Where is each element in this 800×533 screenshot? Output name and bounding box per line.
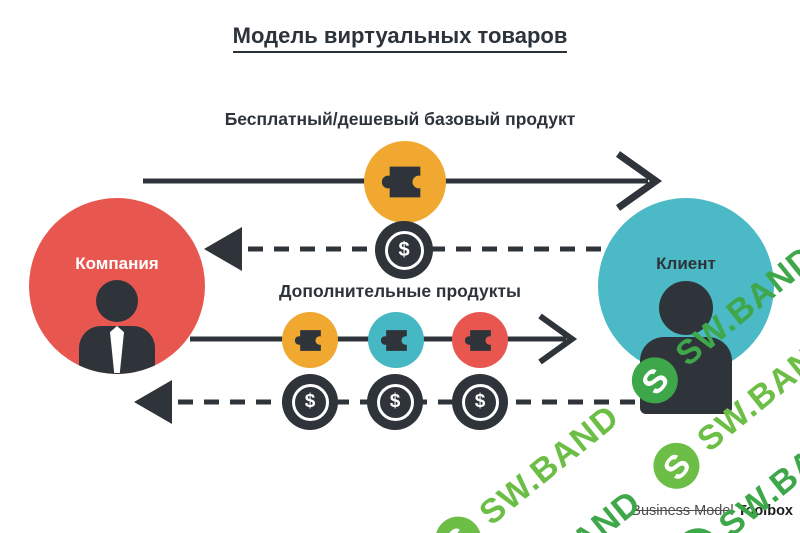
- addon-payment-token-3: $: [452, 374, 508, 430]
- addon-product-token-3: [452, 312, 508, 368]
- dollar-icon: $: [384, 230, 424, 270]
- dollar-symbol: $: [398, 238, 410, 261]
- addon-payment-token-2: $: [367, 374, 423, 430]
- addon-product-token-1: [282, 312, 338, 368]
- company-label: Компания: [75, 254, 159, 273]
- page-title-text: Модель виртуальных товаров: [232, 23, 568, 53]
- dollar-symbol: $: [304, 391, 316, 412]
- person-body-icon: [640, 337, 732, 414]
- basic-product-label: Бесплатный/дешевый базовый продукт: [224, 109, 576, 129]
- brand-bold-text: Toolbox: [737, 503, 793, 519]
- client-label: Клиент: [656, 254, 716, 273]
- puzzle-icon: [464, 329, 491, 351]
- basic-payment-token: $: [375, 221, 433, 279]
- addon-product-token-2: [368, 312, 424, 368]
- right-arrowhead-icon: [538, 313, 578, 365]
- left-arrowhead-icon: [204, 227, 242, 271]
- left-arrowhead-icon: [134, 380, 172, 424]
- additional-products-label: Дополнительные продукты: [279, 281, 521, 301]
- dollar-icon: $: [376, 383, 414, 421]
- company-circle: Компания: [29, 198, 205, 374]
- person-icon: [659, 281, 713, 335]
- brand-regular-text: Business Model: [631, 503, 734, 519]
- right-arrowhead-icon: [615, 151, 663, 211]
- puzzle-icon: [294, 329, 321, 351]
- puzzle-icon: [380, 329, 407, 351]
- page-title: Модель виртуальных товаров: [0, 23, 800, 53]
- dollar-icon: $: [461, 383, 499, 421]
- dollar-symbol: $: [474, 391, 486, 412]
- basic-product-token: [364, 141, 446, 223]
- tie-icon: [110, 326, 124, 373]
- businessman-icon: [96, 280, 138, 322]
- dollar-icon: $: [291, 383, 329, 421]
- puzzle-icon: [382, 166, 421, 198]
- dollar-symbol: $: [389, 391, 401, 412]
- addon-payment-token-1: $: [282, 374, 338, 430]
- brand-logo: Business Model Toolbox: [631, 503, 793, 519]
